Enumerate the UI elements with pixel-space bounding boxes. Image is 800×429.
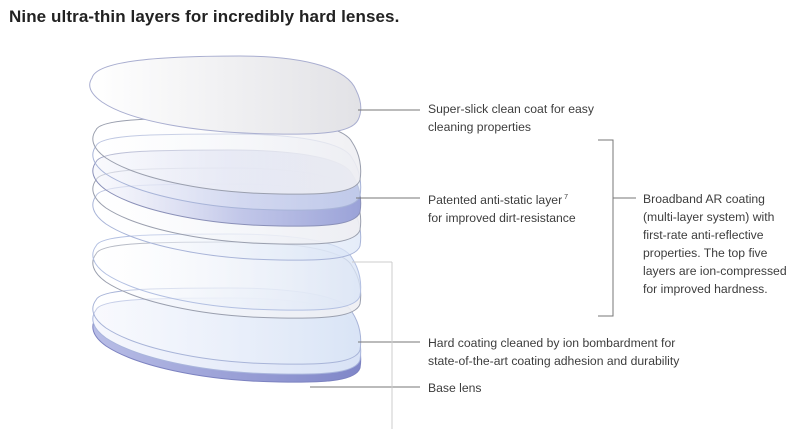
label-line: layers are ion-compressed bbox=[643, 264, 787, 278]
label-line: state-of-the-art coating adhesion and du… bbox=[428, 354, 680, 368]
label-line: Hard coating cleaned by ion bombardment … bbox=[428, 336, 676, 350]
page-title: Nine ultra-thin layers for incredibly ha… bbox=[9, 7, 400, 26]
label-line: Base lens bbox=[428, 381, 482, 395]
label-line: properties. The top five bbox=[643, 246, 768, 260]
label-text: Patented anti-static layer bbox=[428, 193, 563, 207]
footnote-marker: 7 bbox=[564, 194, 569, 201]
clean-coat-layer bbox=[89, 55, 362, 135]
label-line: cleaning properties bbox=[428, 120, 531, 134]
ar-bracket bbox=[598, 139, 614, 317]
label-line: (multi-layer system) with bbox=[643, 210, 775, 224]
label-line: Broadband AR coating bbox=[643, 192, 765, 206]
label-clean-coat: Super-slick clean coat for easy cleaning… bbox=[428, 100, 594, 136]
label-line: Super-slick clean coat for easy bbox=[428, 102, 594, 116]
label-ar-coating: Broadband AR coating (multi-layer system… bbox=[643, 190, 787, 298]
label-hard-coating: Hard coating cleaned by ion bombardment … bbox=[428, 334, 679, 370]
leader-lines bbox=[310, 109, 636, 429]
label-line: first-rate anti-reflective bbox=[643, 228, 764, 242]
label-line: for improved dirt-resistance bbox=[428, 211, 576, 225]
label-base-lens: Base lens bbox=[428, 379, 482, 397]
label-line: for improved hardness. bbox=[643, 282, 768, 296]
